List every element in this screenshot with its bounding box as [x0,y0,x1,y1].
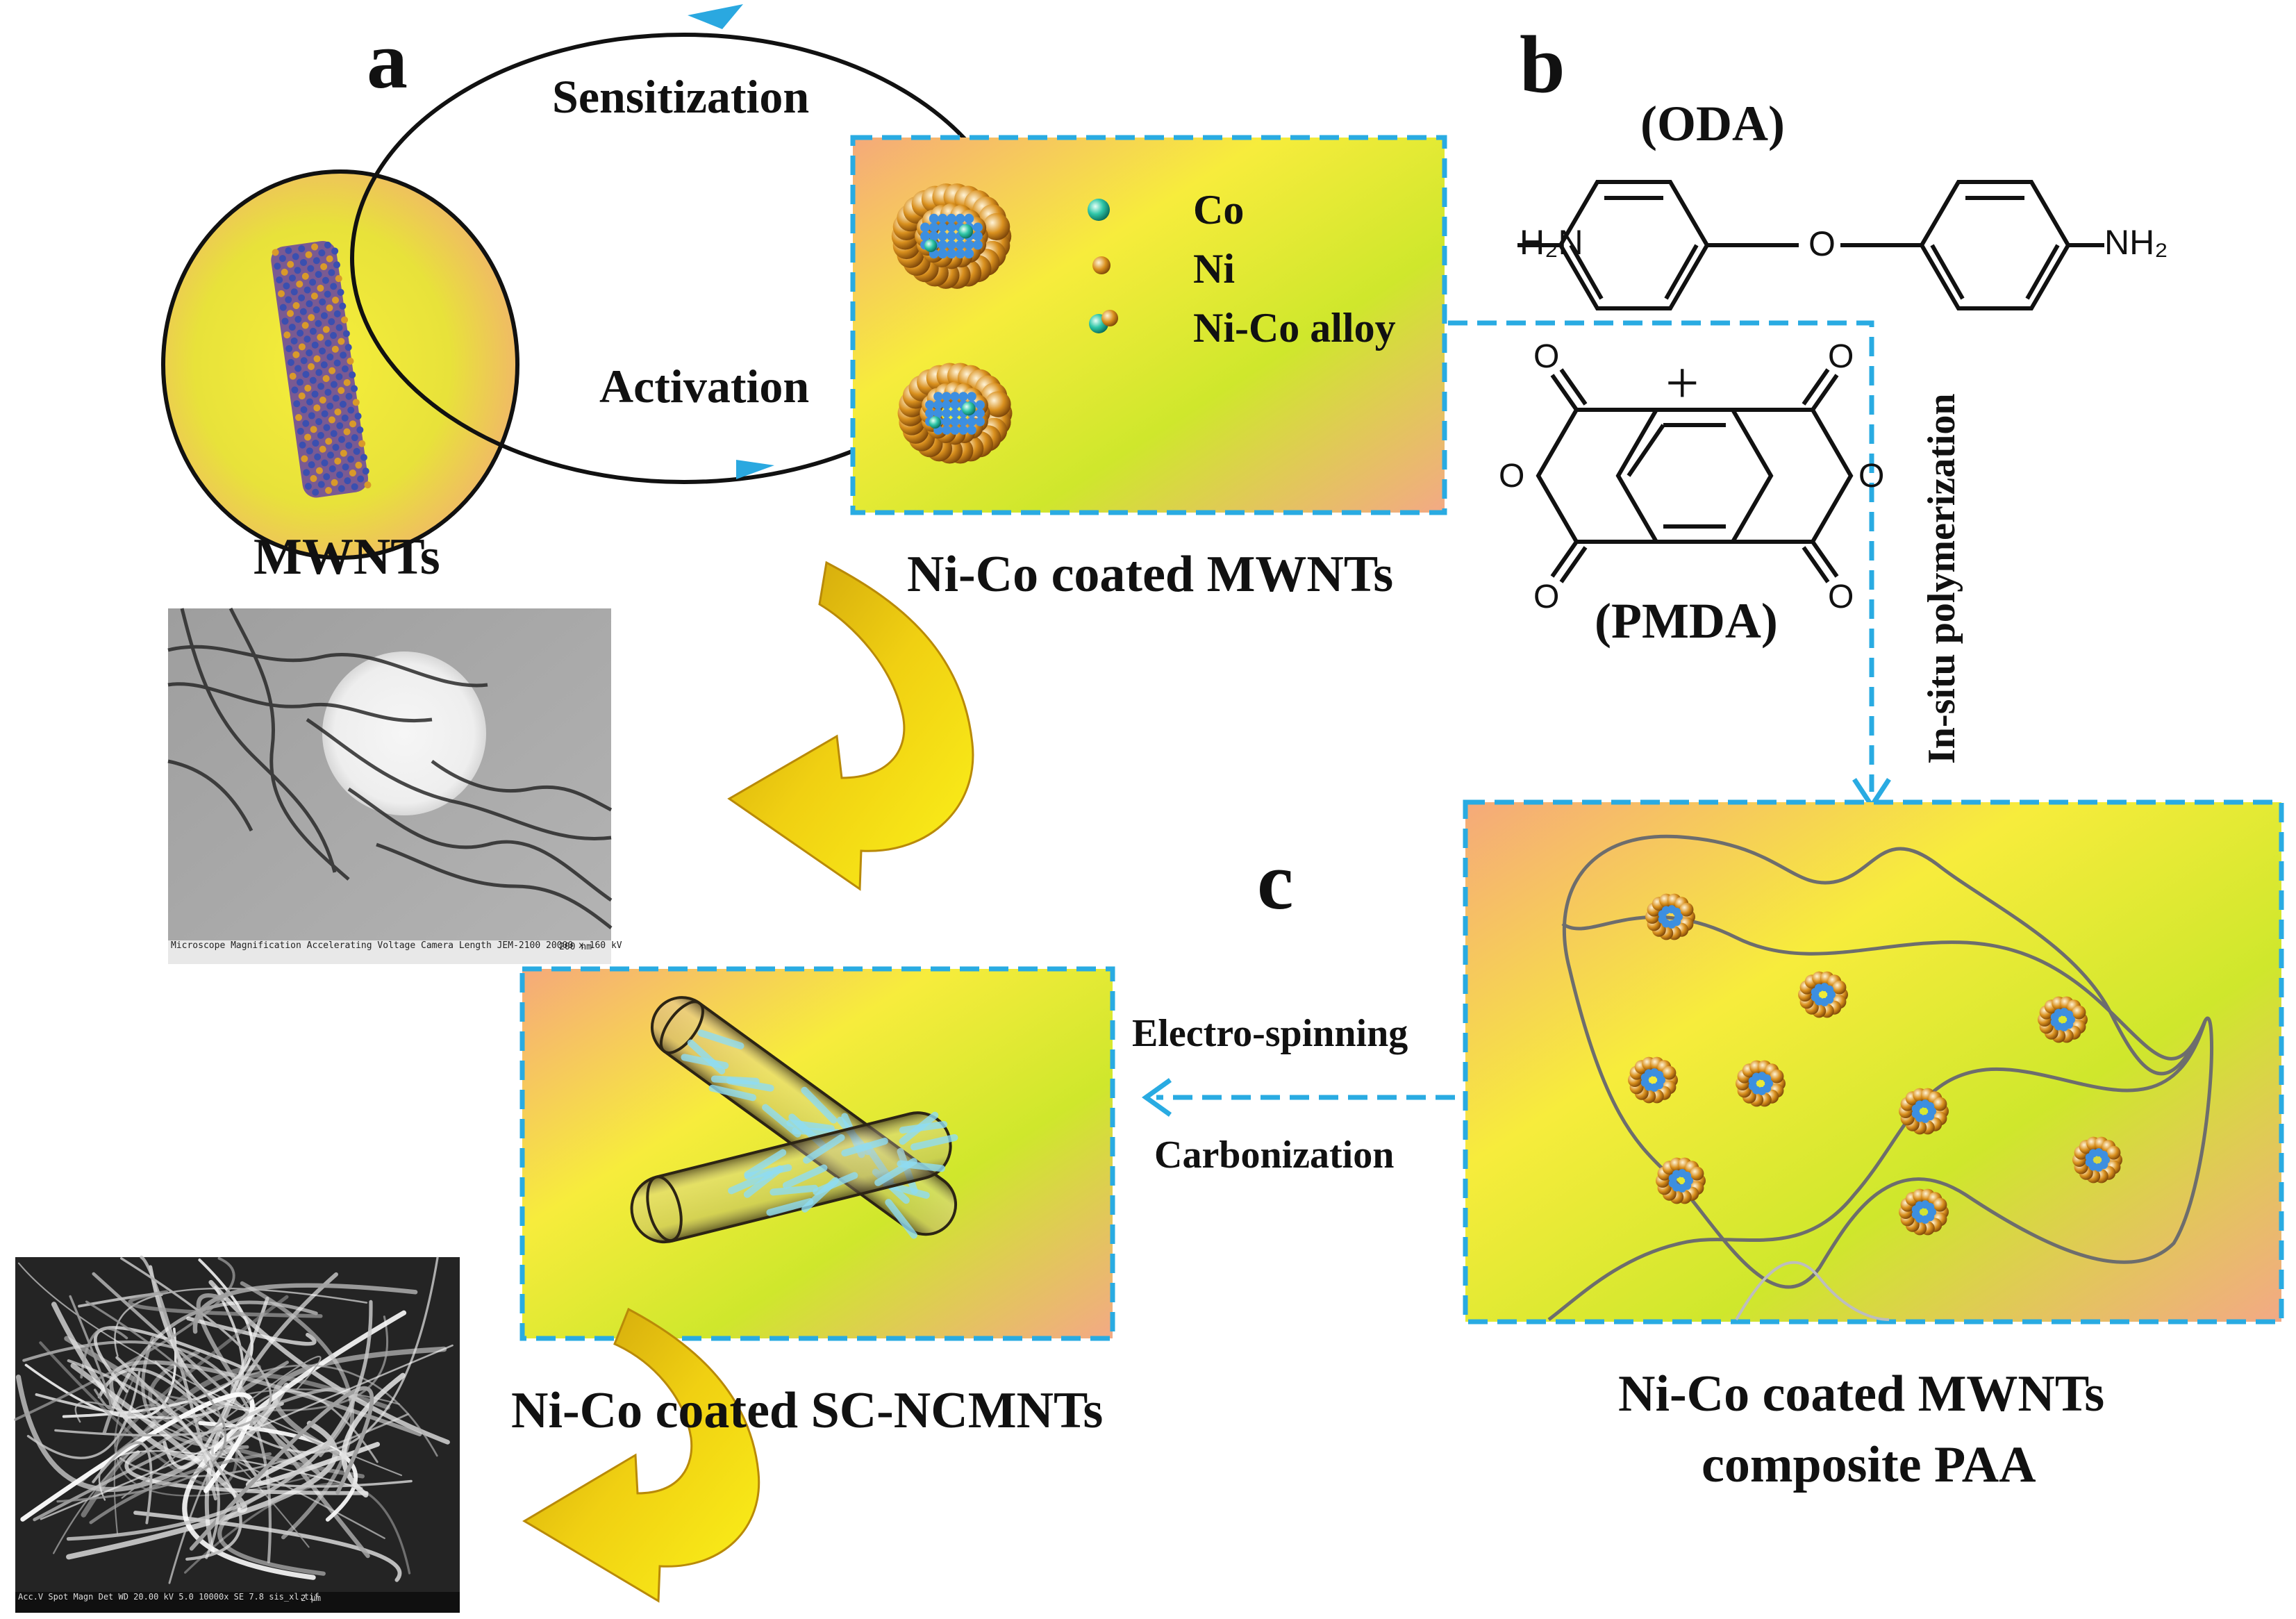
legend-ni-label: Ni [1193,246,1235,292]
legend-co-label: Co [1193,187,1245,233]
activation-arrow [736,460,774,479]
tem-footer-text: Microscope Magnification Accelerating Vo… [171,940,622,951]
oda-structure [1517,180,2104,310]
sc-ncmnts-label: Ni-Co coated SC-NCMNTs [511,1382,1104,1439]
sem-micrograph: Acc.V Spot Magn Det WD 20.00 kV 5.0 1000… [14,1255,460,1613]
composite-label-line2: composite PAA [1702,1436,2036,1493]
connector-dashed-arrow [1448,320,1874,792]
pmda-o-ring-left: O [1499,458,1525,495]
pmda-o-bottom-right: O [1828,579,1854,615]
carbon-fiber-tube-lower [630,1111,958,1244]
sensitization-arrow [688,4,743,29]
tem-info-bar: Microscope Magnification Accelerating Vo… [168,940,622,964]
panel-label-c: c [1257,836,1294,927]
composite-particles [1628,893,2122,1236]
sensitization-label: Sensitization [552,70,810,123]
carbonization-label: Carbonization [1154,1134,1395,1177]
sem-info-bar: Acc.V Spot Magn Det WD 20.00 kV 5.0 1000… [15,1592,460,1613]
polymer-chain-reflection [1735,1261,1890,1321]
pmda-structure [1536,368,1854,583]
curved-arrow-upper [727,561,974,891]
panel-label-a: a [367,15,408,106]
tem-micrograph: Microscope Magnification Accelerating Vo… [167,607,622,964]
legend-alloy-label: Ni-Co alloy [1193,305,1396,351]
oda-right-amine: NH₂ [2104,223,2168,262]
ni-co-coated-mwnts-panel [850,135,1447,515]
co-legend-icon [1088,199,1110,221]
composite-paa-panel [1463,799,2284,1325]
in-situ-polymerization-label: In-situ polymerization [1920,393,1963,764]
electro-spinning-label: Electro-spinning [1132,1012,1408,1055]
tem-scale-text: 200 nm [559,942,592,952]
polymer-chain-inner [1547,915,2207,1321]
mwnts-circle [161,169,519,560]
mwnt-tube-illustration [271,240,372,498]
polymer-chain-outer [1562,834,2213,1289]
ni-co-coated-bundle-top [891,183,1012,289]
plus-sign: + [1665,349,1699,416]
ni-co-coated-bundle-bottom [897,363,1013,464]
ni-co-alloy-legend-icon [1089,310,1118,333]
ni-legend-icon [1092,256,1110,274]
pmda-o-ring-right: O [1858,458,1885,495]
oda-label: (ODA) [1640,96,1785,151]
electro-spinning-arrowhead [1141,1078,1172,1117]
sem-footer-text: Acc.V Spot Magn Det WD 20.00 kV 5.0 1000… [18,1592,319,1602]
mwnts-label: MWNTs [253,529,440,586]
sc-ncmnts-panel [519,966,1115,1341]
ni-co-coated-mwnts-label: Ni-Co coated MWNTs [907,546,1394,603]
pmda-o-top-right: O [1828,338,1854,375]
composite-label-line1: Ni-Co coated MWNTs [1618,1365,2105,1422]
pmda-o-top-left: O [1533,338,1560,375]
oda-ether-oxygen: O [1808,224,1836,263]
activation-label: Activation [599,360,810,413]
curved-arrow-lower [522,1307,760,1603]
panel-label-b: b [1520,19,1565,110]
pmda-o-bottom-left: O [1533,579,1560,615]
oda-left-amine: H₂N [1520,223,1583,262]
pmda-label: (PMDA) [1595,593,1778,649]
sem-scale-text: 2 µm [301,1593,321,1603]
